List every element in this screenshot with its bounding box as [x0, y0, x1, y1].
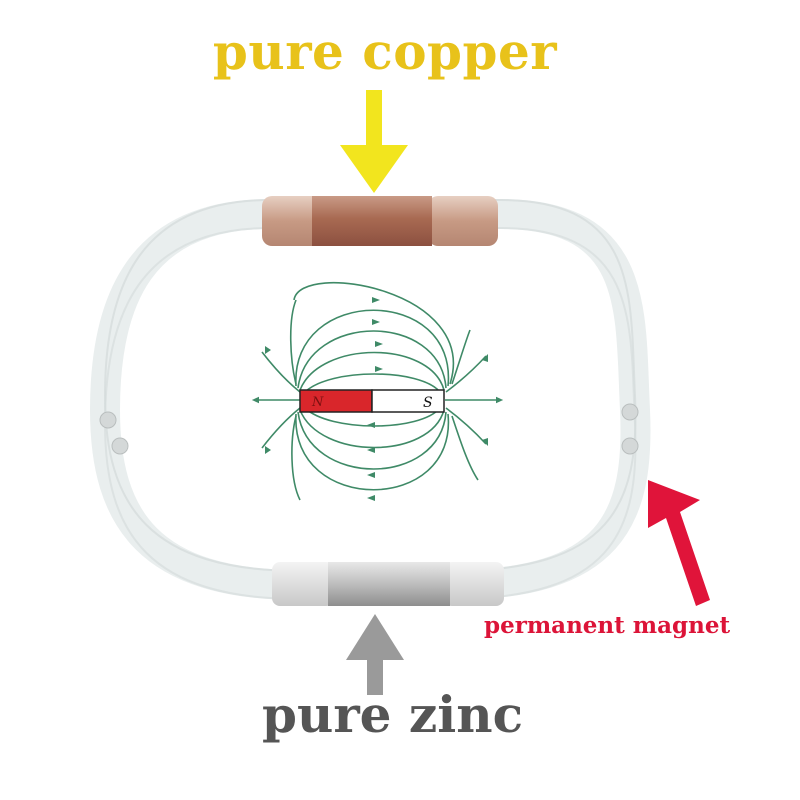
magnet-label: permanent magnet: [484, 612, 731, 639]
zinc-label: pure zinc: [262, 685, 524, 744]
copper-label: pure copper: [212, 22, 558, 81]
bar-magnet-south-label: S: [423, 395, 433, 411]
copper-tube: [262, 196, 498, 246]
zinc-arrow: [346, 614, 404, 695]
right-magnets: [621, 403, 639, 455]
field-arrows: [265, 297, 488, 501]
left-magnets: [99, 411, 129, 455]
bar-magnet-north-label: N: [311, 395, 324, 410]
magnet-arrow: [648, 480, 710, 606]
bar-magnet: N S: [299, 389, 445, 413]
copper-arrow: [340, 90, 408, 193]
zinc-tube: [272, 562, 504, 606]
